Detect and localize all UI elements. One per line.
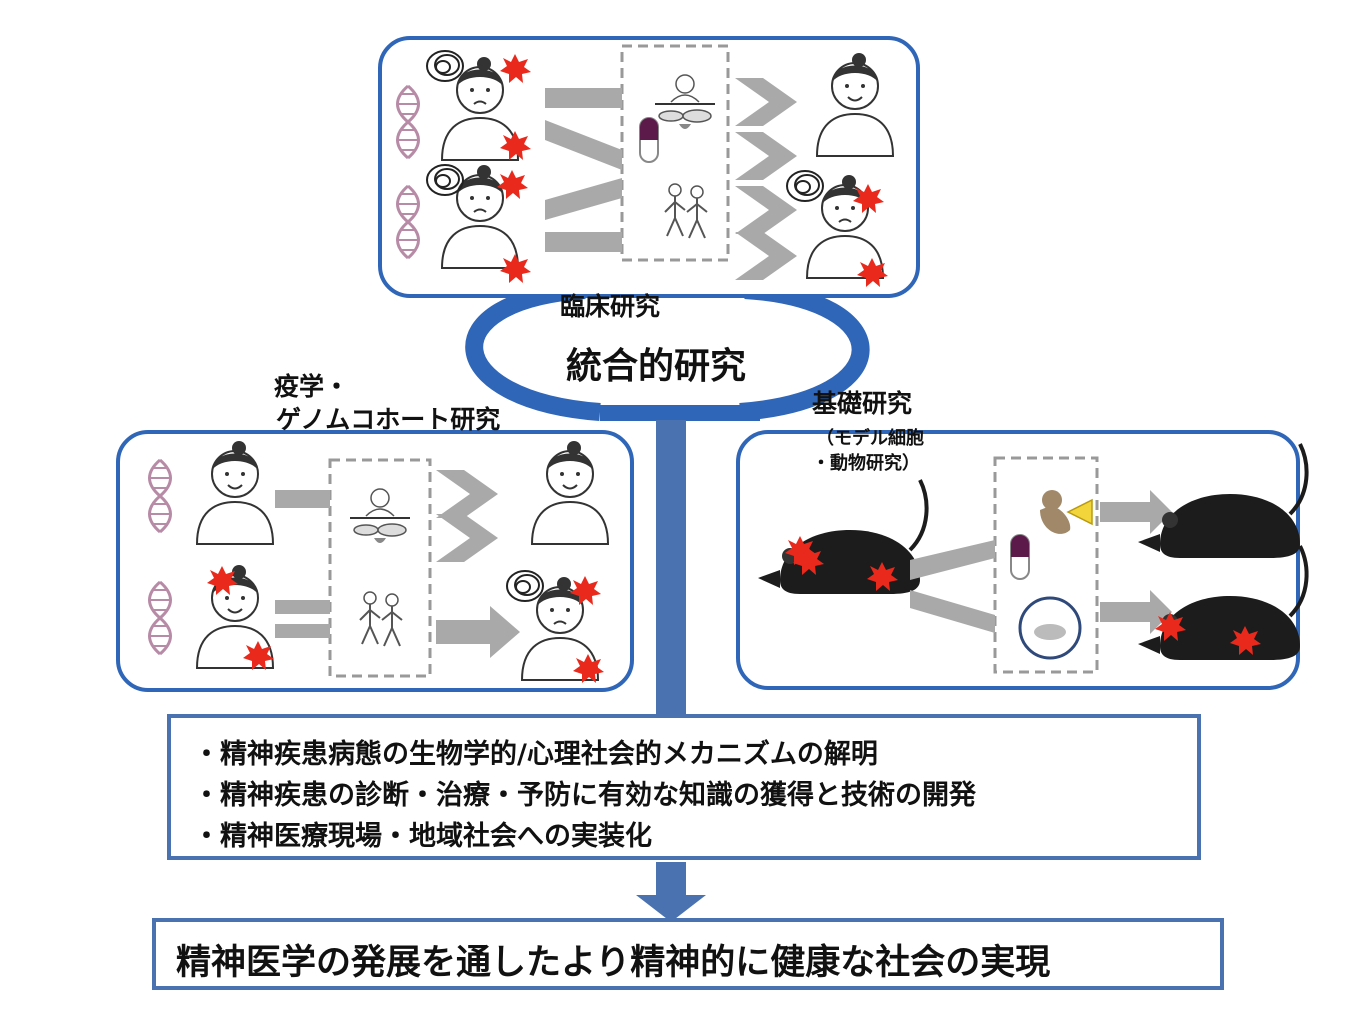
arrow-gray <box>1100 490 1172 534</box>
flow-stem-lower <box>656 862 686 900</box>
goal-text: 精神医学の発展を通したより精神的に健康な社会の実現 <box>176 943 1051 983</box>
basic-research-sub-line2: ・動物研究） <box>812 453 920 474</box>
arrow-gray <box>545 120 622 170</box>
arrow-gray <box>1100 590 1172 634</box>
arrow-gray <box>275 600 330 614</box>
integration-arc-right <box>739 281 870 421</box>
outcome-item: ・精神疾患病態の生物学的/心理社会的メカニズムの解明 <box>193 739 878 770</box>
outcome-item: ・精神疾患の診断・治療・予防に有効な知識の獲得と技術の開発 <box>193 780 976 811</box>
arrow-gray <box>545 232 622 252</box>
mouse-circle-icon <box>1018 596 1082 660</box>
epidemiology-panel <box>116 430 634 692</box>
outcomes-box: ・精神疾患病態の生物学的/心理社会的メカニズムの解明 ・精神疾患の診断・治療・予… <box>167 714 1201 860</box>
basic-research-label: 基礎研究 <box>812 389 913 418</box>
goal-box: 精神医学の発展を通したより精神的に健康な社会の実現 <box>152 918 1224 990</box>
clinical-research-label: 臨床研究 <box>560 292 661 321</box>
flow-stem <box>656 420 686 720</box>
intervention-box <box>993 456 1099 674</box>
cheese-icon <box>1066 498 1093 526</box>
arrow-gray <box>436 606 520 658</box>
arrow-gray <box>545 88 622 108</box>
epidemiology-label-line2: ゲノムコホート研究 <box>276 405 501 434</box>
arrow-gray <box>910 590 995 633</box>
basic-panel <box>736 430 1309 690</box>
arrow-gray <box>910 540 995 580</box>
flow-arrow-head <box>636 895 706 922</box>
epidemiology-label-line1: 疫学・ <box>274 372 350 401</box>
integration-arc-left <box>465 281 601 421</box>
integrated-research-label: 統合的研究 <box>566 346 747 387</box>
intervention-box <box>328 458 432 678</box>
outcome-item: ・精神医療現場・地域社会への実装化 <box>193 821 652 852</box>
integration-base <box>600 405 760 421</box>
arrow-gray <box>545 178 622 220</box>
capsule-icon <box>639 117 659 163</box>
arrow-gray <box>275 624 330 638</box>
basic-research-sub-line1: （モデル細胞 <box>816 428 924 449</box>
clinical-panel <box>378 36 920 298</box>
arrow-gray <box>275 490 330 508</box>
mouse-with-cheese-icon <box>1040 490 1093 534</box>
capsule-icon <box>1010 534 1030 580</box>
